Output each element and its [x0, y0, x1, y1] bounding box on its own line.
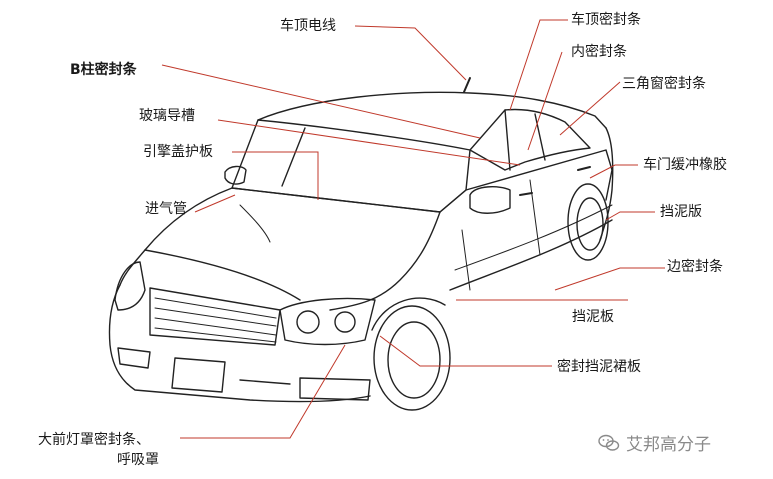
label-skirt-seal: 密封挡泥裙板 [557, 359, 641, 375]
label-roof-antenna: 车顶电线 [280, 18, 336, 34]
label-hood-panel: 引擎盖护板 [143, 144, 213, 160]
leader-mud-flap-1 [605, 211, 655, 221]
leader-side-seal [554, 267, 665, 291]
label-glass-channel: 玻璃导槽 [139, 108, 195, 124]
label-inner-seal: 内密封条 [571, 44, 627, 60]
car-body [108, 77, 614, 411]
leader-b-pillar-seal [161, 64, 481, 139]
wechat-icon [598, 434, 620, 451]
label-quarter-window-seal: 三角窗密封条 [622, 76, 706, 92]
label-side-seal: 边密封条 [667, 259, 723, 275]
label-headlamp-seal-line2: 呼吸罩 [117, 452, 159, 468]
leader-door-bumper-rubber [589, 164, 638, 179]
leader-hood-panel [232, 151, 319, 200]
leader-inner-seal [527, 51, 563, 151]
leader-lines [161, 19, 665, 439]
leader-roof-seal [509, 19, 568, 111]
leader-intake-pipe [194, 194, 236, 213]
label-b-pillar-seal: B柱密封条 [70, 62, 137, 78]
label-door-bumper-rubber: 车门缓冲橡胶 [643, 157, 727, 173]
leader-headlamp-seal [180, 344, 346, 439]
label-roof-seal: 车顶密封条 [571, 12, 641, 28]
watermark: 艾邦高分子 [598, 430, 711, 455]
watermark-text: 艾邦高分子 [626, 435, 711, 455]
leader-glass-channel [217, 119, 521, 166]
leader-roof-antenna [354, 25, 467, 81]
label-intake-pipe: 进气管 [145, 201, 187, 217]
label-headlamp-seal-line1: 大前灯罩密封条、 [38, 432, 150, 448]
leader-quarter-window-seal [559, 81, 621, 136]
label-mud-flap-1: 挡泥版 [660, 204, 702, 220]
label-mud-flap-2: 挡泥板 [572, 309, 614, 325]
leader-skirt-seal [379, 335, 552, 367]
